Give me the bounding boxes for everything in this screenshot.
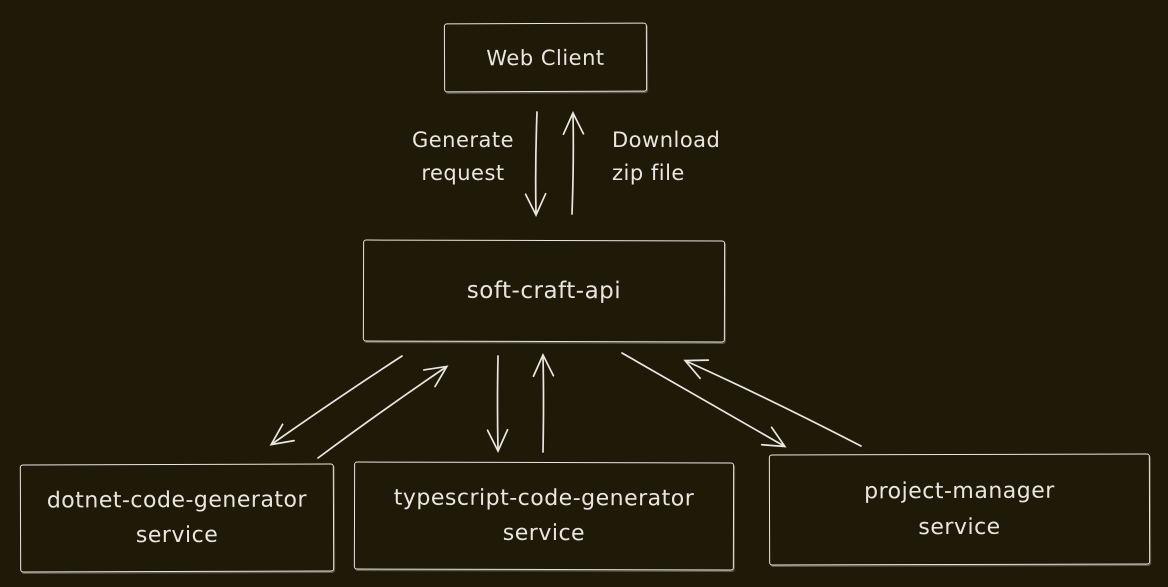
edge-webclient-to-api-arrow[interactable] (524, 111, 547, 217)
edge-projectmanager-to-api-arrow[interactable] (683, 359, 862, 447)
node-soft-craft-api-label: soft-craft-api (466, 277, 622, 305)
edge-label-generate-line1: Generate (411, 128, 515, 152)
node-web-client[interactable]: Web Client (443, 22, 648, 93)
node-typescript-label-line1: typescript-code-generator (393, 485, 695, 512)
edge-api-to-dotnet-arrow[interactable] (269, 355, 403, 446)
node-soft-craft-api[interactable]: soft-craft-api (362, 239, 726, 343)
node-project-manager-label-line2: service (918, 514, 1001, 540)
edge-api-to-webclient-arrow[interactable] (562, 111, 585, 215)
node-web-client-label: Web Client (486, 45, 605, 70)
edge-label-download-line1: Download (612, 128, 721, 152)
node-typescript-label-line2: service (502, 520, 586, 547)
node-dotnet-label-line1: dotnet-code-generator (46, 487, 308, 514)
edge-label-generate-line2: request (421, 160, 505, 185)
edge-dotnet-to-api-arrow[interactable] (317, 365, 449, 459)
edge-label-download-zip-file: Download zip file (612, 124, 762, 189)
node-project-manager-service[interactable]: project-manager service (768, 453, 1151, 566)
edge-label-download-line2: zip file (612, 160, 685, 185)
edge-label-generate-request: Generate request (398, 124, 528, 189)
edge-api-to-typescript-arrow[interactable] (486, 355, 509, 453)
node-dotnet-label-line2: service (135, 522, 219, 549)
node-dotnet-code-generator-service[interactable]: dotnet-code-generator service (19, 463, 335, 573)
node-project-manager-label-line1: project-manager (864, 479, 1055, 505)
edge-api-to-projectmanager-arrow[interactable] (621, 352, 787, 448)
node-typescript-code-generator-service[interactable]: typescript-code-generator service (353, 461, 735, 571)
edge-typescript-to-api-arrow[interactable] (532, 353, 555, 453)
